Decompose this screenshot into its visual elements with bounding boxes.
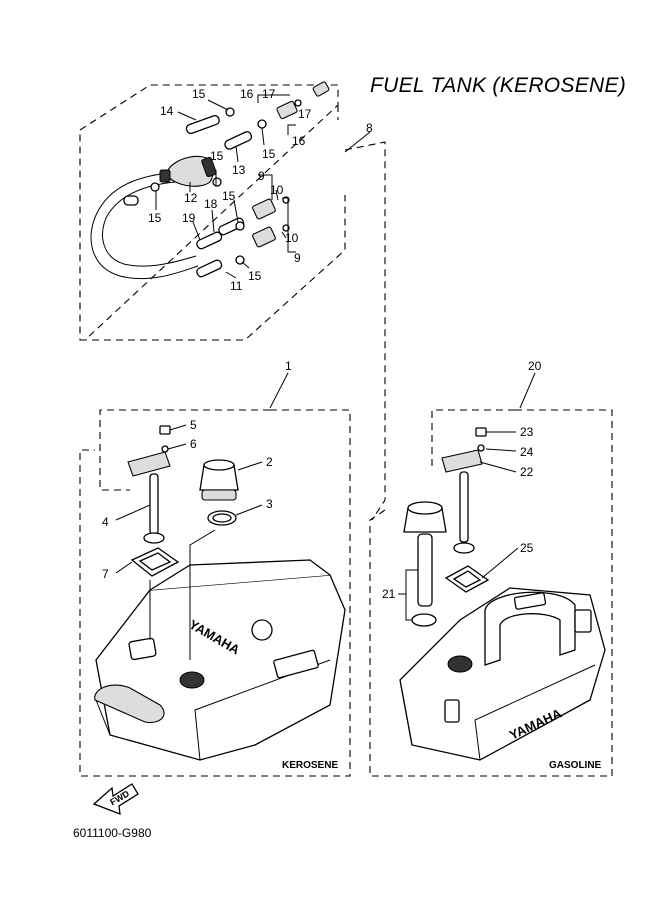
callout-16b: 16	[292, 134, 306, 148]
callout-12: 12	[184, 191, 198, 205]
callout-25: 25	[520, 541, 534, 555]
callout-24: 24	[520, 445, 534, 459]
diagram-code: 6011100-G980	[73, 826, 152, 840]
callout-14: 14	[160, 104, 174, 118]
callout-2: 2	[266, 455, 273, 469]
callout-22: 22	[520, 465, 534, 479]
primer-bulb	[159, 155, 217, 187]
callout-20: 20	[528, 359, 542, 373]
callout-11: 11	[230, 279, 243, 293]
callout-15c: 15	[210, 149, 224, 163]
callout-15e: 15	[222, 189, 236, 203]
callout-16a: 16	[240, 87, 254, 101]
callout-18: 18	[204, 197, 218, 211]
callout-4: 4	[102, 515, 109, 529]
fuel-line-kit-group	[79, 81, 346, 341]
gasoline-tank-group: YAMAHA GASOLINE	[369, 372, 613, 777]
callout-17a: 17	[262, 87, 276, 101]
callout-21: 21	[382, 587, 396, 601]
page-title: FUEL TANK (KEROSENE)	[370, 74, 627, 97]
gasoline-tag: GASOLINE	[549, 760, 602, 771]
callout-5: 5	[190, 418, 197, 432]
callout-15a: 15	[192, 87, 206, 101]
callout-17b: 17	[298, 107, 312, 121]
callout-15f: 15	[248, 269, 262, 283]
callout-10a: 10	[270, 183, 284, 197]
callout-7: 7	[102, 567, 109, 581]
callout-9a: 9	[258, 169, 265, 183]
callout-13: 13	[232, 163, 246, 177]
kerosene-tag: KEROSENE	[282, 760, 338, 771]
callout-19: 19	[182, 211, 196, 225]
callout-23: 23	[520, 425, 534, 439]
callout-numbers: 1 2 3 4 5 6 7 8 9 10 10 9 11 12 13 14 15…	[102, 87, 542, 601]
callout-1: 1	[285, 359, 292, 373]
callout-6: 6	[190, 437, 197, 451]
callout-15b: 15	[262, 147, 276, 161]
callout-15d: 15	[148, 211, 162, 225]
callout-10b: 10	[285, 231, 299, 245]
kerosene-tank-group: YAMAHA KEROSENE	[79, 372, 351, 777]
callout-8: 8	[366, 121, 373, 135]
callout-9b: 9	[294, 251, 301, 265]
fwd-arrow-icon: FWD	[92, 783, 139, 815]
callout-3: 3	[266, 497, 273, 511]
